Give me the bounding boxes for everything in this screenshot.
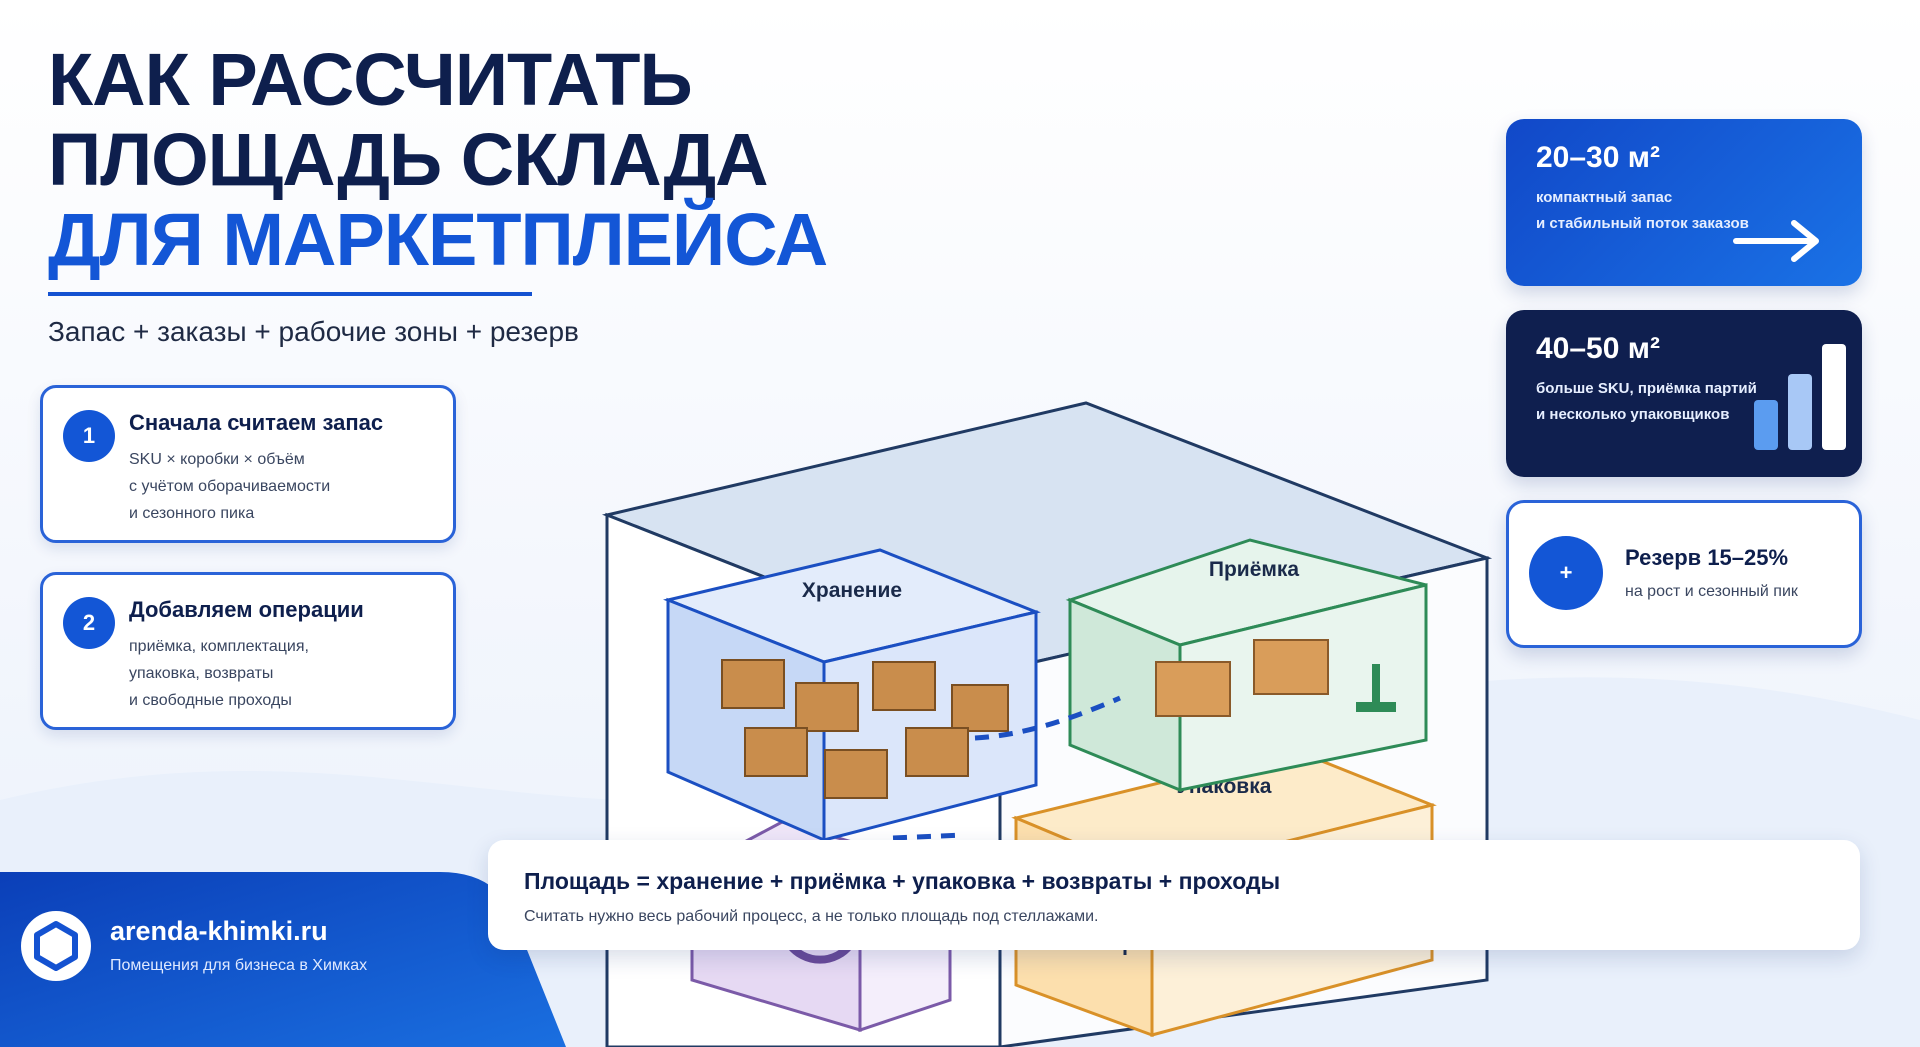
box bbox=[721, 659, 785, 709]
arrow-right-icon bbox=[1733, 220, 1819, 262]
stat-description-line: и несколько упаковщиков bbox=[1536, 406, 1730, 423]
brand-tagline: Помещения для бизнеса в Химках bbox=[110, 957, 368, 974]
step-title: Добавляем операции bbox=[129, 597, 364, 622]
title-underline bbox=[48, 292, 532, 296]
box bbox=[1253, 639, 1329, 695]
step-number-badge: 2 bbox=[63, 597, 115, 649]
zone-receiving: Приёмка bbox=[1065, 538, 1428, 793]
step-description-line: приёмка, комплектация, bbox=[129, 638, 309, 655]
box bbox=[1155, 661, 1231, 717]
subtitle: Запас + заказы + рабочие зоны + резерв bbox=[48, 316, 579, 347]
stat-description-line: компактный запас bbox=[1536, 189, 1673, 206]
bar-chart-icon bbox=[1754, 344, 1846, 450]
step-description-line: упаковка, возвраты bbox=[129, 665, 274, 682]
title-line-2: ПЛОЩАДЬ СКЛАДА bbox=[48, 118, 769, 201]
stat-description-line: больше SKU, приёмка партий bbox=[1536, 380, 1757, 397]
step-description-line: SKU × коробки × объём bbox=[129, 451, 305, 468]
box bbox=[744, 727, 808, 777]
box bbox=[951, 684, 1009, 732]
zone-storage: Хранение bbox=[663, 548, 1041, 843]
reserve-title: Резерв 15–25% bbox=[1625, 545, 1789, 570]
reserve-card: + Резерв 15–25% на рост и сезонный пик bbox=[1506, 500, 1862, 648]
formula-title: Площадь = хранение + приёмка + упаковка … bbox=[524, 868, 1281, 894]
hexagon-logo-icon bbox=[21, 911, 91, 981]
plus-icon: + bbox=[1529, 536, 1603, 610]
step-description-line: с учётом оборачиваемости bbox=[129, 478, 331, 495]
flow-line bbox=[892, 832, 964, 841]
title-line-1: КАК РАССЧИТАТЬ bbox=[48, 38, 693, 121]
step-description-line: и свободные проходы bbox=[129, 692, 292, 709]
step-number-badge: 1 bbox=[63, 410, 115, 462]
box bbox=[824, 749, 888, 799]
zone-label-storage: Хранение bbox=[802, 579, 902, 602]
stat-title: 20–30 м² bbox=[1536, 141, 1660, 174]
box bbox=[905, 727, 969, 777]
scanner-icon bbox=[1356, 664, 1396, 712]
formula-subtitle: Считать нужно весь рабочий процесс, а не… bbox=[524, 908, 1099, 925]
stat-card-small: 20–30 м² компактный запас и стабильный п… bbox=[1506, 119, 1862, 286]
box bbox=[872, 661, 936, 711]
stat-card-large: 40–50 м² больше SKU, приёмка партий и не… bbox=[1506, 310, 1862, 477]
step-description: приёмка, комплектация, упаковка, возврат… bbox=[129, 633, 309, 714]
step-title: Сначала считаем запас bbox=[129, 410, 384, 435]
reserve-description: на рост и сезонный пик bbox=[1625, 583, 1798, 600]
flow-line bbox=[974, 695, 1121, 741]
step-card-1: 1 Сначала считаем запас SKU × коробки × … bbox=[40, 385, 456, 543]
formula-card: Площадь = хранение + приёмка + упаковка … bbox=[488, 840, 1860, 950]
step-card-2: 2 Добавляем операции приёмка, комплектац… bbox=[40, 572, 456, 730]
step-description-line: и сезонного пика bbox=[129, 505, 255, 522]
stat-title: 40–50 м² bbox=[1536, 332, 1660, 365]
stat-description-line: и стабильный поток заказов bbox=[1536, 215, 1749, 232]
brand-name: arenda-khimki.ru bbox=[110, 916, 328, 946]
stat-description: больше SKU, приёмка партий и несколько у… bbox=[1536, 376, 1757, 428]
box bbox=[795, 682, 859, 732]
title-line-3: ДЛЯ МАРКЕТПЛЕЙСА bbox=[48, 198, 828, 281]
zone-label-receiving: Приёмка bbox=[1209, 558, 1300, 581]
stat-description: компактный запас и стабильный поток зака… bbox=[1536, 185, 1749, 237]
step-description: SKU × коробки × объём с учётом оборачива… bbox=[129, 446, 330, 527]
